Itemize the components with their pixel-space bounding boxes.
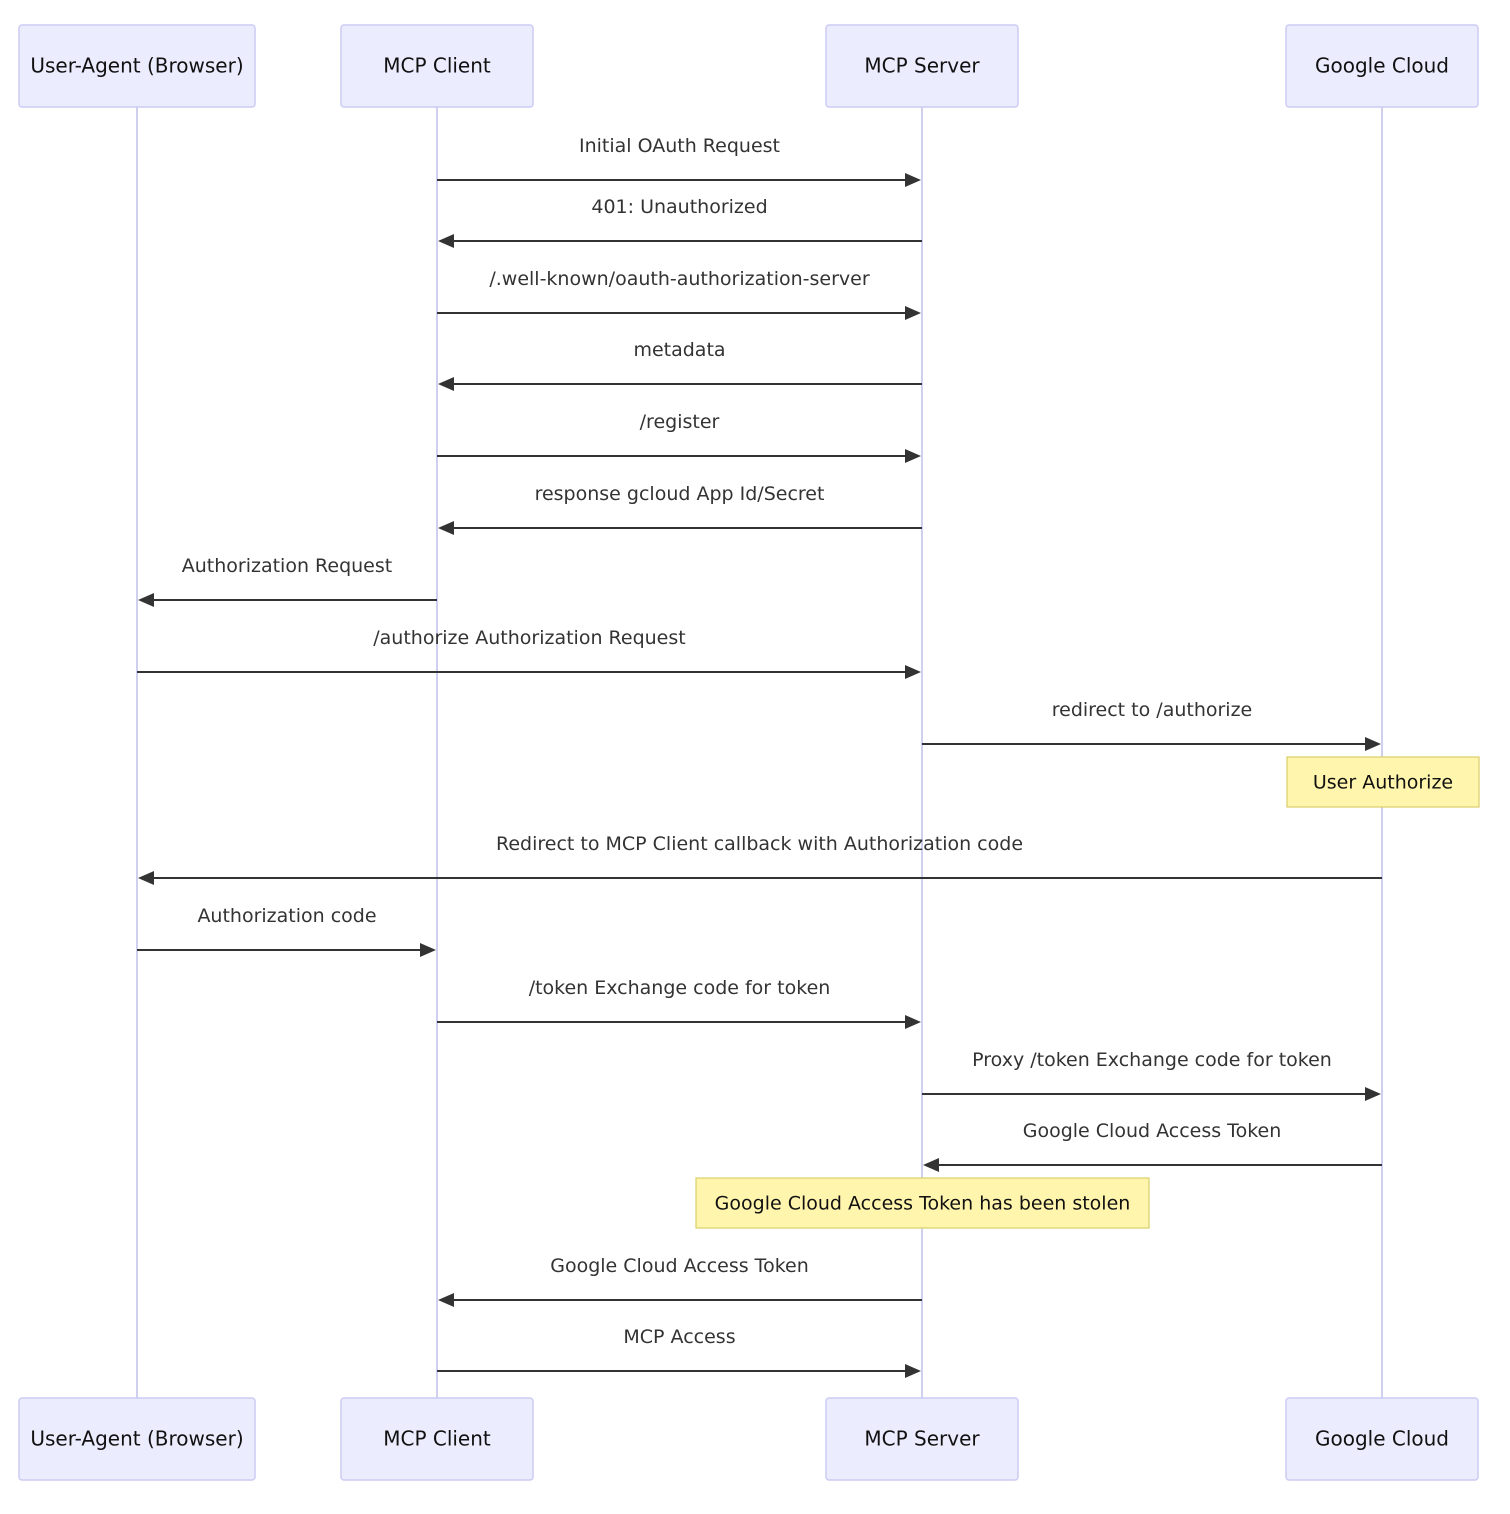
arrowhead-icon	[905, 306, 921, 320]
note-box	[1286, 756, 1480, 808]
actor-box	[18, 24, 256, 108]
note: Google Cloud Access Token has been stole…	[695, 1177, 1150, 1229]
message: Initial OAuth Request	[437, 135, 921, 187]
arrowhead-icon	[923, 1158, 939, 1172]
message-label: /authorize Authorization Request	[373, 627, 685, 649]
message: metadata	[438, 339, 922, 391]
actors-top: User-Agent (Browser) MCP Client MCP Server…	[18, 24, 1479, 108]
message-label: response gcloud App Id/Secret	[535, 483, 825, 505]
actor-label: User-Agent (Browser)	[30, 54, 243, 78]
actor-label: MCP Server	[864, 1427, 980, 1451]
message-label: Proxy /token Exchange code for token	[972, 1049, 1332, 1071]
message: /token Exchange code for token	[437, 977, 921, 1029]
arrowhead-icon	[905, 173, 921, 187]
actor-box	[18, 1397, 256, 1481]
note-label: Google Cloud Access Token has been stole…	[715, 1193, 1131, 1215]
message: Google Cloud Access Token	[923, 1120, 1382, 1172]
message-label: Initial OAuth Request	[579, 135, 780, 157]
actor-box	[1285, 1397, 1479, 1481]
message: Redirect to MCP Client callback with Aut…	[138, 833, 1382, 885]
actor-label: MCP Server	[864, 54, 980, 78]
actor-label: User-Agent (Browser)	[30, 1427, 243, 1451]
message-label: /register	[640, 411, 720, 433]
message: response gcloud App Id/Secret	[438, 483, 922, 535]
actor-client-bottom: MCP Client	[340, 1397, 534, 1481]
actor-label: MCP Client	[383, 54, 491, 78]
actors-bottom: User-Agent (Browser) MCP Client MCP Server…	[18, 1397, 1479, 1481]
actor-box	[340, 24, 534, 108]
actor-box	[825, 24, 1019, 108]
actor-label: MCP Client	[383, 1427, 491, 1451]
arrowhead-icon	[905, 665, 921, 679]
message-label: /.well-known/oauth-authorization-server	[489, 268, 869, 290]
arrowhead-icon	[438, 1293, 454, 1307]
actor-label: Google Cloud	[1315, 54, 1449, 78]
actor-browser-top: User-Agent (Browser)	[18, 24, 256, 108]
message: Authorization code	[137, 905, 436, 957]
message: Authorization Request	[138, 555, 437, 607]
note-box	[695, 1177, 1150, 1229]
arrowhead-icon	[438, 234, 454, 248]
messages: Initial OAuth Request 401: Unauthorized /.…	[137, 135, 1382, 1378]
arrowhead-icon	[1365, 737, 1381, 751]
actor-server-bottom: MCP Server	[825, 1397, 1019, 1481]
arrowhead-icon	[138, 871, 154, 885]
message-label: /token Exchange code for token	[529, 977, 831, 999]
message-label: Authorization Request	[182, 555, 392, 577]
message-label: Authorization code	[197, 905, 376, 927]
actor-label: Google Cloud	[1315, 1427, 1449, 1451]
arrowhead-icon	[905, 1015, 921, 1029]
note-label: User Authorize	[1313, 772, 1453, 794]
message-label: Redirect to MCP Client callback with Aut…	[496, 833, 1023, 855]
arrowhead-icon	[138, 593, 154, 607]
arrowhead-icon	[438, 377, 454, 391]
actor-gcloud-bottom: Google Cloud	[1285, 1397, 1479, 1481]
message: MCP Access	[437, 1326, 921, 1378]
message: /register	[437, 411, 921, 463]
message: 401: Unauthorized	[438, 196, 922, 248]
message-label: Google Cloud Access Token	[1023, 1120, 1282, 1142]
arrowhead-icon	[905, 449, 921, 463]
message-label: MCP Access	[623, 1326, 735, 1348]
actor-server-top: MCP Server	[825, 24, 1019, 108]
arrowhead-icon	[1365, 1087, 1381, 1101]
message-label: 401: Unauthorized	[591, 196, 767, 218]
message: Proxy /token Exchange code for token	[922, 1049, 1381, 1101]
actor-box	[825, 1397, 1019, 1481]
arrowhead-icon	[420, 943, 436, 957]
actor-box	[1285, 24, 1479, 108]
message-label: Google Cloud Access Token	[550, 1255, 809, 1277]
actor-gcloud-top: Google Cloud	[1285, 24, 1479, 108]
lifelines	[136, 107, 1383, 1398]
message: Google Cloud Access Token	[438, 1255, 922, 1307]
message: /authorize Authorization Request	[137, 627, 921, 679]
message: /.well-known/oauth-authorization-server	[437, 268, 921, 320]
message: redirect to /authorize	[922, 699, 1381, 751]
message-label: metadata	[633, 339, 725, 361]
actor-box	[340, 1397, 534, 1481]
arrowhead-icon	[905, 1364, 921, 1378]
arrowhead-icon	[438, 521, 454, 535]
actor-browser-bottom: User-Agent (Browser)	[18, 1397, 256, 1481]
message-label: redirect to /authorize	[1052, 699, 1253, 721]
actor-client-top: MCP Client	[340, 24, 534, 108]
note: User Authorize	[1286, 756, 1480, 808]
